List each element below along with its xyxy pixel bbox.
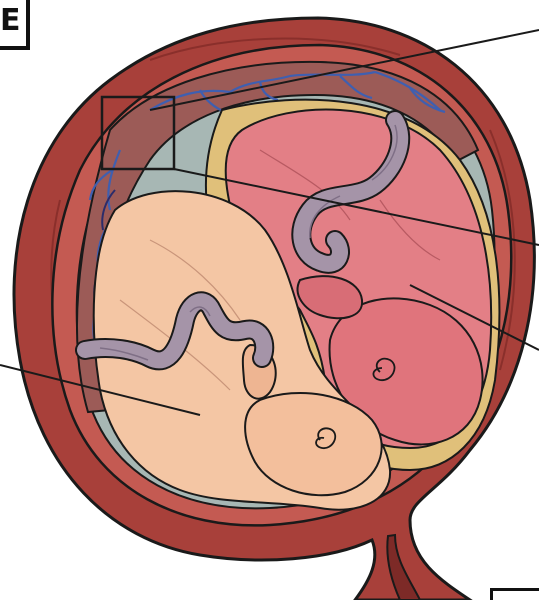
adjacent-panel-corner	[490, 588, 539, 600]
panel-label: E	[0, 0, 30, 50]
